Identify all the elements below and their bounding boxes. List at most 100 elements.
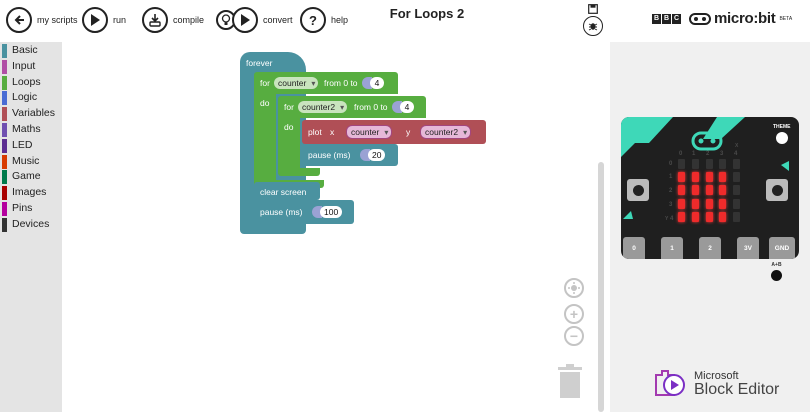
pin-0[interactable]: 0	[623, 237, 645, 259]
run-button[interactable]: run	[82, 6, 126, 34]
led-2-3	[719, 185, 727, 196]
loop-upper-bound-field[interactable]: 4	[370, 77, 384, 89]
led-4-1	[691, 211, 699, 222]
block-editor-icon	[655, 370, 685, 396]
clear-screen-block[interactable]: clear screen	[254, 182, 320, 200]
save-button[interactable]	[582, 4, 604, 38]
plot-block[interactable]: plot x counter y counter2	[302, 120, 486, 144]
led-3-4	[733, 198, 741, 209]
led-2-2	[705, 185, 713, 196]
led-4-2	[705, 211, 713, 222]
trash-icon[interactable]	[556, 364, 584, 398]
block-workspace[interactable]: forever for counter from 0 to 4 do for c…	[62, 42, 610, 412]
recenter-icon[interactable]	[564, 278, 584, 298]
bbc-logo: B B C	[652, 13, 681, 24]
led-1-4	[733, 172, 741, 183]
compile-button[interactable]: compile	[142, 6, 204, 34]
loop-variable-dropdown[interactable]: counter2	[298, 101, 348, 113]
help-button[interactable]: ? help	[300, 6, 348, 34]
led-1-2	[705, 172, 713, 183]
pin-3v[interactable]: 3V	[737, 237, 759, 259]
zoom-out-icon[interactable]: −	[564, 326, 584, 346]
button-b[interactable]	[766, 179, 788, 201]
toolbox: Basic Input Loops Logic Variables Maths …	[0, 42, 62, 412]
category-led[interactable]: LED	[2, 138, 55, 155]
led-2-4	[733, 185, 741, 196]
block-editor-label: Block Editor	[694, 381, 780, 398]
theme-button[interactable]	[776, 132, 788, 144]
back-arrow-icon	[6, 7, 32, 33]
help-icon: ?	[300, 7, 326, 33]
microsoft-block-editor-logo: Microsoft Block Editor	[652, 369, 779, 399]
button-a[interactable]	[627, 179, 649, 201]
led-2-1	[691, 185, 699, 196]
led-0-3	[719, 159, 727, 169]
category-images[interactable]: Images	[2, 186, 55, 202]
led-1-0	[678, 172, 685, 183]
play-icon	[82, 7, 108, 33]
pin-gnd[interactable]: GND	[769, 237, 795, 259]
a-plus-b-label: A+B	[771, 262, 782, 268]
a-plus-b-button[interactable]: A+B	[771, 262, 782, 281]
led-3-1	[691, 198, 699, 209]
pause-duration-field[interactable]: 20	[368, 149, 386, 161]
led-1-3	[719, 172, 727, 183]
category-maths[interactable]: Maths	[2, 122, 55, 139]
play-icon	[232, 7, 258, 33]
microbit-face-icon	[689, 12, 711, 25]
loop-upper-bound-field[interactable]: 4	[400, 101, 414, 113]
convert-label: convert	[263, 15, 293, 25]
led-3-3	[719, 198, 727, 209]
category-list: Basic Input Loops Logic Variables Maths …	[2, 44, 55, 234]
led-0-2	[705, 159, 713, 169]
plot-x-variable[interactable]: counter	[346, 125, 393, 139]
led-0-4	[733, 159, 741, 169]
workspace-scrollbar[interactable]	[598, 162, 604, 412]
loop-variable-dropdown[interactable]: counter	[274, 77, 319, 89]
convert-button[interactable]: convert	[216, 6, 293, 34]
category-loops[interactable]: Loops	[2, 75, 55, 92]
category-variables[interactable]: Variables	[2, 107, 55, 123]
category-basic[interactable]: Basic	[2, 44, 55, 60]
run-label: run	[113, 15, 127, 25]
led-3-0	[678, 198, 685, 209]
category-music[interactable]: Music	[2, 154, 55, 171]
microsoft-label: Microsoft	[694, 370, 739, 382]
category-input[interactable]: Input	[2, 59, 55, 76]
category-game[interactable]: Game	[2, 170, 55, 186]
lightbulb-icon	[216, 10, 236, 30]
led-4-3	[719, 211, 727, 222]
led-0-1	[691, 159, 699, 169]
my-scripts-button[interactable]: my scripts	[6, 6, 78, 34]
category-devices[interactable]: Devices	[2, 217, 55, 234]
my-scripts-label: my scripts	[37, 15, 78, 25]
compile-label: compile	[173, 15, 205, 25]
led-matrix	[678, 159, 741, 222]
pin-2[interactable]: 2	[699, 237, 721, 259]
beta-badge: BETA	[779, 15, 793, 22]
project-title[interactable]: For Loops 2	[389, 6, 465, 21]
for-block-outer[interactable]: for counter from 0 to 4	[254, 72, 398, 94]
for-block-inner[interactable]: for counter2 from 0 to 4	[278, 96, 426, 118]
bug-icon[interactable]	[583, 16, 603, 36]
plot-y-variable[interactable]: counter2	[420, 125, 472, 139]
led-2-0	[678, 185, 685, 196]
category-pins[interactable]: Pins	[2, 201, 55, 218]
led-4-0	[678, 211, 685, 222]
pause-duration-field[interactable]: 100	[320, 206, 343, 218]
pin-1[interactable]: 1	[661, 237, 683, 259]
microbit-wordmark: micro:bit	[714, 10, 776, 27]
forever-label: forever	[246, 58, 273, 68]
pause-block[interactable]: pause (ms) 20	[302, 144, 398, 166]
category-logic[interactable]: Logic	[2, 91, 55, 107]
led-4-4	[733, 211, 741, 222]
led-3-2	[705, 198, 713, 209]
microbit-simulator: THEME 0 1 2 3 4 X 0 1 2 3 Y 4 A B 0 1 2 …	[621, 117, 799, 259]
for-block-inner-arm: do	[278, 118, 300, 168]
zoom-in-icon[interactable]: +	[564, 304, 584, 324]
save-icon	[588, 4, 598, 14]
toolbar: my scripts run compile convert ? help Fo…	[0, 0, 810, 42]
pause-block[interactable]: pause (ms) 100	[254, 200, 354, 224]
